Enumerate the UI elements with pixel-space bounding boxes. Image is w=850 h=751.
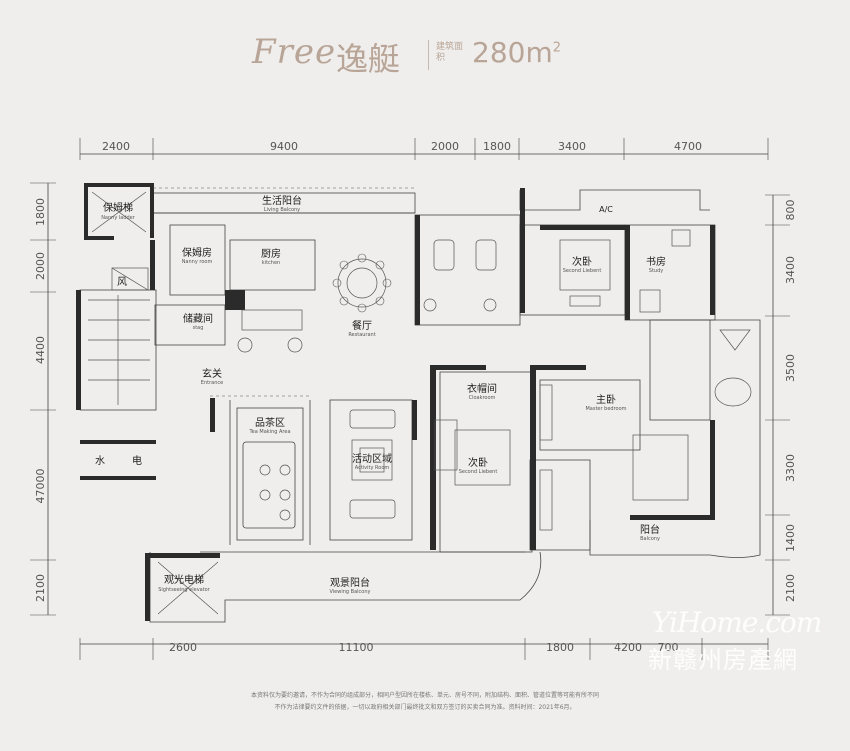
dim-right-label: 3300 <box>784 454 797 482</box>
room-label-balcony: 阳台 <box>640 523 660 536</box>
dim-top-label: 9400 <box>270 140 298 153</box>
room-sublabel-living-balcony: Living Balcony <box>264 207 300 213</box>
room-label-nanny-room: 保姆房 <box>182 246 212 259</box>
dim-top-label: 4700 <box>674 140 702 153</box>
room-sublabel-nanny-lift: Nanny ladder <box>101 215 136 221</box>
room-sublabel-second-bedroom: Second Liebent <box>563 268 602 274</box>
watermark-logo-cn: 新赣州房產網 <box>648 646 798 674</box>
room-sublabel-balcony: Balcony <box>640 536 660 542</box>
dim-bottom-label: 11100 <box>339 641 374 654</box>
dim-bottom-label: 1800 <box>546 641 574 654</box>
room-label-second-bedroom: 次卧 <box>572 255 592 268</box>
dim-top-label: 1800 <box>483 140 511 153</box>
room-sublabel-master-bedroom: Master bedroom <box>585 406 626 412</box>
dim-right-label: 3400 <box>784 256 797 284</box>
room-sublabel-activity-area: Activity Room <box>355 465 390 471</box>
dim-left-label: 2000 <box>34 252 47 280</box>
room-label-sightseeing-elevator: 观光电梯 <box>164 573 204 586</box>
room-label-ac: A/C <box>599 205 613 214</box>
room-sublabel-nanny-room: Nanny room <box>182 259 213 265</box>
room-label-electric: 电 <box>132 454 142 467</box>
room-sublabel-entrance: Entrance <box>201 380 223 386</box>
dimension-labels-right: 800 3400 3500 3300 1400 2100 <box>784 200 797 603</box>
dim-bottom-label: 4200 <box>614 641 642 654</box>
dimension-labels-bottom: 2600 11100 1800 4200 700 <box>169 641 679 654</box>
room-label-kitchen: 厨房 <box>261 247 281 260</box>
room-label-study: 书房 <box>646 255 666 268</box>
dashed-eaves <box>153 187 415 397</box>
room-label-activity-area: 活动区域 <box>352 452 392 465</box>
dim-right-label: 1400 <box>784 524 797 552</box>
brand-cn-title: 逸艇 <box>336 40 401 78</box>
room-label-master-bedroom: 主卧 <box>596 393 616 406</box>
brand-script-title: Free <box>252 32 337 72</box>
dim-right-label: 3500 <box>784 354 797 382</box>
dimension-labels-left: 1800 2000 4400 47000 2100 <box>34 198 47 602</box>
dim-bottom-label: 2600 <box>169 641 197 654</box>
dim-left-label: 1800 <box>34 198 47 226</box>
dim-left-label: 2100 <box>34 574 47 602</box>
room-label-restaurant: 餐厅 <box>352 319 372 332</box>
room-label-entrance: 玄关 <box>202 367 222 380</box>
room-sublabel-cloakroom: Cloakroom <box>469 395 496 401</box>
room-sublabel-sightseeing-elevator: Sightseeing elevator <box>158 587 211 593</box>
dimension-lines <box>30 138 790 660</box>
disclaimer-line-1: 本资料仅为要约邀请，不作为合同的组成部分，相同户型因所在楼栋、单元、房号不同，附… <box>250 692 599 699</box>
room-label-living-balcony: 生活阳台 <box>262 194 302 207</box>
dimension-labels-top: 2400 9400 2000 1800 3400 4700 <box>102 140 702 153</box>
room-label-nanny-lift: 保姆梯 <box>103 201 133 214</box>
dim-left-label: 47000 <box>34 469 47 504</box>
dim-left-label: 4400 <box>34 336 47 364</box>
dim-right-label: 2100 <box>784 574 797 602</box>
room-sublabel-tea-area: Tea Making Area <box>248 429 290 435</box>
area-superscript: 2 <box>552 40 561 56</box>
room-label-cloakroom: 衣帽间 <box>467 382 497 395</box>
room-label-water: 水 <box>95 455 105 467</box>
room-label-viewing-balcony: 观景阳台 <box>330 576 370 589</box>
room-sublabel-kitchen: kitchen <box>262 260 280 266</box>
dim-right-label: 800 <box>784 200 797 221</box>
furniture <box>88 191 752 615</box>
header-divider <box>428 40 429 70</box>
room-sublabel-viewing-balcony: Viewing Balcony <box>329 589 370 595</box>
room-sublabel-storage: stag <box>193 325 204 331</box>
room-sublabel-restaurant: Restaurant <box>348 332 375 338</box>
walls <box>76 183 715 621</box>
area-value: 280m2 <box>472 36 561 69</box>
disclaimer-line-2: 不作为法律要约文件的依据，一切以政府相关部门最终批文和双方签订的买卖合同为准。资… <box>274 704 576 711</box>
room-label-tea-area: 品茶区 <box>255 416 285 429</box>
dim-top-label: 3400 <box>558 140 586 153</box>
room-label-storage: 储藏间 <box>183 312 213 325</box>
dim-bottom-label: 700 <box>658 641 679 654</box>
area-label: 建筑面积 <box>436 42 464 63</box>
area-number: 280m <box>472 36 553 69</box>
room-label-wind: 风 <box>117 276 127 288</box>
header: Free 逸艇 建筑面积 280m2 <box>0 28 850 78</box>
watermark-logo-en: YiHome.com <box>652 606 822 639</box>
room-label-second-bedroom: 次卧 <box>468 456 488 469</box>
dim-top-label: 2400 <box>102 140 130 153</box>
room-sublabel-second-bedroom: Second Liebent <box>459 469 498 475</box>
dim-top-label: 2000 <box>431 140 459 153</box>
room-sublabel-study: Study <box>649 268 663 274</box>
room-labels: 保姆梯 Nanny ladder 生活阳台 Living Balcony 保姆房… <box>95 194 666 595</box>
